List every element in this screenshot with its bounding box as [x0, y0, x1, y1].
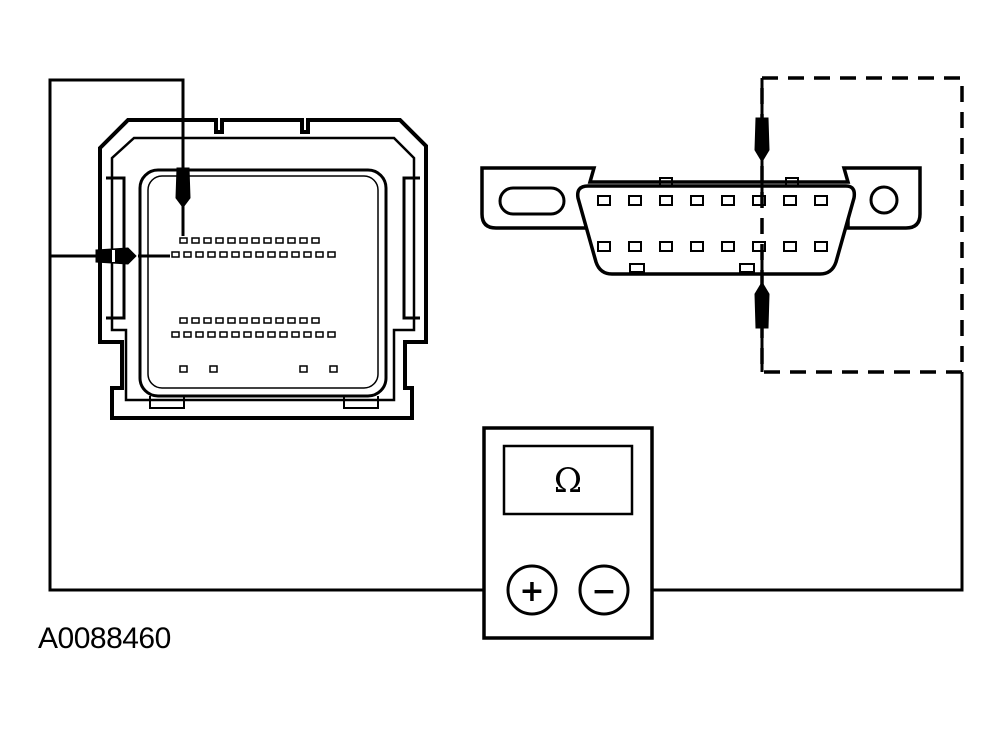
module-pin [219, 331, 228, 338]
module-pin [329, 365, 338, 373]
module-pin [195, 331, 204, 338]
module-pin [279, 331, 288, 338]
module-pin [227, 237, 236, 244]
dlc-pin [659, 241, 673, 252]
module-pin [191, 237, 200, 244]
module-pin [207, 251, 216, 258]
dlc-pin [690, 241, 704, 252]
meter-positive-jack [506, 564, 558, 616]
module-pin [251, 317, 260, 324]
module-pin [219, 251, 228, 258]
module-pin [209, 365, 218, 373]
module-pin [171, 251, 180, 258]
module-pin [299, 317, 308, 324]
module-pin [279, 251, 288, 258]
module-pin [303, 331, 312, 338]
module-pin [311, 317, 320, 324]
module-pin [327, 251, 336, 258]
module-pin [251, 237, 260, 244]
dlc-pin [597, 241, 611, 252]
dlc-pin [721, 195, 735, 206]
dlc-pin [690, 195, 704, 206]
module-pin [171, 331, 180, 338]
dlc-dashed-boundary [760, 76, 964, 374]
module-pin [315, 331, 324, 338]
dlc-pin [752, 195, 766, 206]
module-pin [327, 331, 336, 338]
module-pin [299, 237, 308, 244]
module-pin [263, 237, 272, 244]
module-pin [243, 331, 252, 338]
figure-reference-id: A0088460 [38, 622, 171, 655]
meter-positive-label: + [519, 574, 544, 609]
module-pin [267, 251, 276, 258]
dlc-pin [783, 241, 797, 252]
module-pin [255, 251, 264, 258]
module-pin [239, 237, 248, 244]
module-pin [179, 365, 188, 373]
module-pin [311, 237, 320, 244]
module-pin [303, 251, 312, 258]
module-pin [215, 237, 224, 244]
module-pin [263, 317, 272, 324]
dlc-pin [752, 241, 766, 252]
module-pin [179, 237, 188, 244]
dlc-connector-icon [480, 166, 922, 276]
module-pin [255, 331, 264, 338]
module-pin [287, 237, 296, 244]
dlc-pin-field [597, 195, 828, 252]
module-pin [231, 251, 240, 258]
module-pin [227, 317, 236, 324]
dlc-pin [597, 195, 611, 206]
module-pin [231, 331, 240, 338]
dlc-pin [659, 195, 673, 206]
module-pin [239, 317, 248, 324]
module-pin [243, 251, 252, 258]
module-pin [191, 317, 200, 324]
module-pin [203, 237, 212, 244]
dlc-pin [721, 241, 735, 252]
module-pin [179, 317, 188, 324]
module-pin [195, 251, 204, 258]
module-pin [291, 251, 300, 258]
module-connector-icon [98, 118, 428, 420]
probe-icon [95, 117, 770, 329]
ohmmeter-icon: Ω + − [482, 426, 654, 640]
module-pin [299, 365, 308, 373]
meter-negative-label: − [591, 574, 616, 609]
module-pin [275, 317, 284, 324]
module-pin [291, 331, 300, 338]
dlc-pin [628, 241, 642, 252]
meter-negative-jack [578, 564, 630, 616]
module-pin-field [171, 237, 338, 373]
module-pin [183, 331, 192, 338]
dlc-pin [783, 195, 797, 206]
meter-display [502, 444, 634, 516]
dlc-pin [814, 195, 828, 206]
meter-ohm-symbol: Ω [554, 461, 582, 501]
module-pin [215, 317, 224, 324]
dlc-pin [814, 241, 828, 252]
module-pin [203, 317, 212, 324]
module-pin [267, 331, 276, 338]
module-pin [183, 251, 192, 258]
module-pin [207, 331, 216, 338]
module-pin [315, 251, 324, 258]
module-pin [275, 237, 284, 244]
module-pin [287, 317, 296, 324]
dlc-pin [628, 195, 642, 206]
